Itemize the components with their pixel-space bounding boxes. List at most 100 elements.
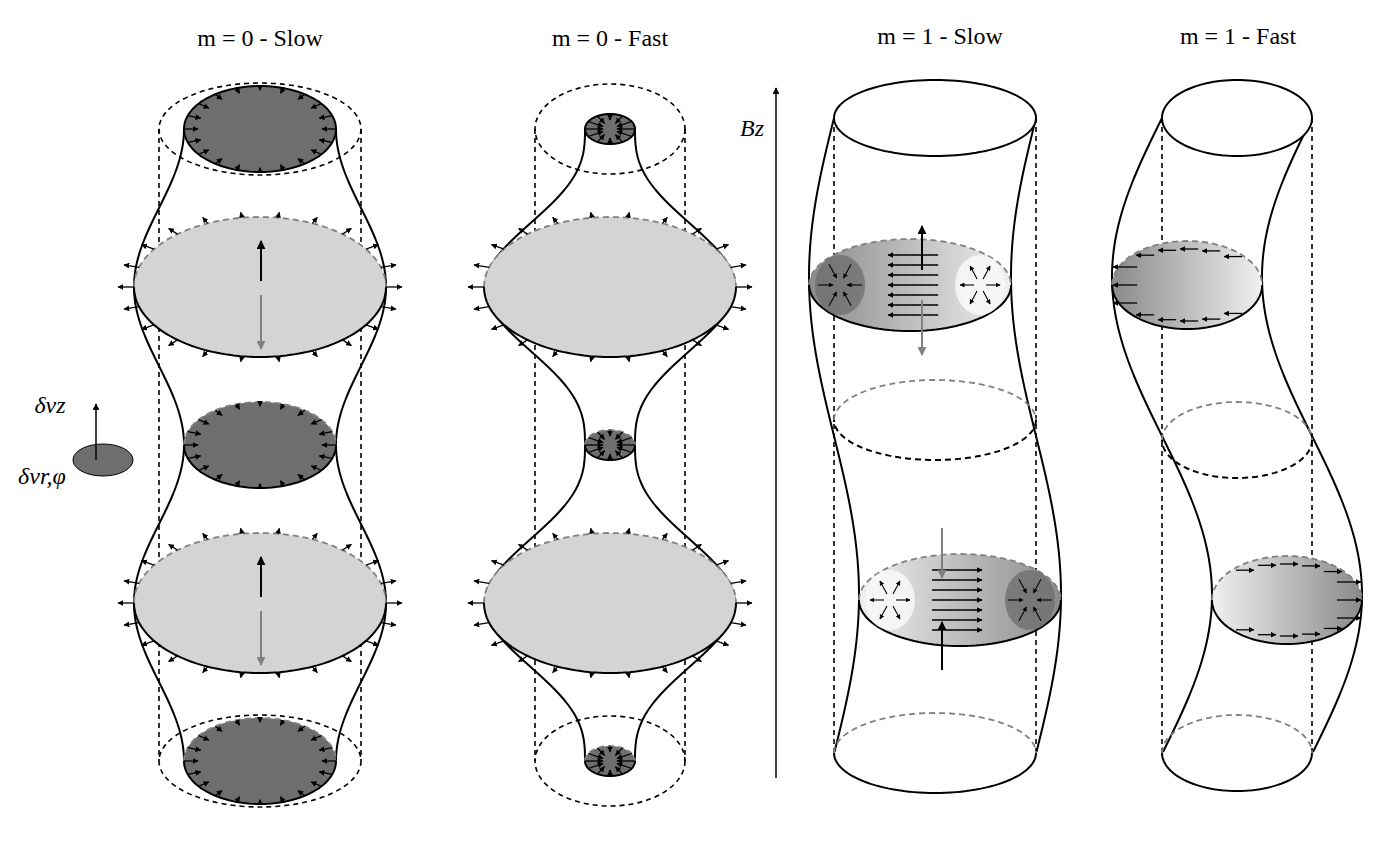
velocity-arrow: [1033, 579, 1041, 593]
section-rim: [184, 445, 336, 488]
velocity-arrow: [259, 718, 260, 722]
velocity-arrow: [716, 245, 728, 249]
velocity-arrow: [628, 528, 629, 533]
equilibrium-boundary: [534, 129, 536, 761]
velocity-arrow: [519, 544, 528, 550]
cross-section: [184, 718, 336, 804]
velocity-arrow: [312, 351, 317, 357]
velocity-arrow: [298, 159, 305, 164]
velocity-arrow: [888, 314, 938, 315]
velocity-arrow: [932, 629, 982, 630]
velocity-arrow: [215, 410, 222, 415]
section-rim: [585, 746, 635, 761]
velocity-arrow: [1236, 629, 1254, 630]
velocity-arrow: [259, 484, 260, 488]
velocity-arrow: [203, 667, 208, 673]
velocity-arrow: [199, 420, 209, 424]
velocity-arrow: [241, 528, 242, 533]
velocity-arrow: [381, 623, 396, 625]
velocity-arrow: [322, 444, 336, 445]
velocity-arrow: [888, 254, 938, 255]
section-rim: [585, 114, 635, 129]
velocity-arrow: [474, 307, 489, 309]
velocity-arrow: [142, 561, 154, 565]
velocity-arrow: [281, 481, 284, 486]
velocity-arrow: [888, 304, 938, 305]
velocity-arrow: [169, 656, 178, 662]
velocity-arrow: [616, 432, 623, 439]
velocity-arrow: [617, 760, 635, 761]
velocity-arrow: [381, 265, 396, 267]
velocity-arrow: [970, 266, 977, 279]
velocity-arrow: [588, 438, 603, 443]
velocity-arrow: [731, 265, 746, 267]
velocity-arrow: [199, 466, 209, 470]
velocity-arrow: [591, 672, 592, 677]
velocity-arrow: [199, 782, 209, 786]
velocity-arrow: [553, 217, 558, 223]
velocity-arrow: [1158, 319, 1176, 320]
section-rim: [134, 287, 386, 357]
velocity-arrow: [311, 150, 321, 154]
velocity-arrow: [319, 772, 332, 774]
cross-section: [134, 533, 386, 673]
velocity-arrow: [616, 116, 623, 123]
velocity-arrow: [1280, 563, 1298, 564]
section-rim: [585, 445, 635, 460]
velocity-arrow: [169, 340, 178, 346]
velocity-arrow: [588, 447, 603, 452]
velocity-arrow: [693, 544, 702, 550]
velocity-arrow: [1202, 250, 1220, 251]
velocity-arrow: [260, 295, 262, 349]
velocity-arrow: [278, 212, 279, 217]
velocity-arrow: [609, 454, 610, 460]
equilibrium-rim: [535, 84, 685, 174]
velocity-arrow: [1324, 628, 1342, 629]
velocity-arrow: [237, 481, 240, 486]
velocity-arrow: [617, 447, 632, 452]
velocity-arrow: [986, 284, 1000, 285]
velocity-arrow: [142, 245, 154, 249]
velocity-arrow: [616, 748, 623, 755]
velocity-arrow: [1202, 318, 1220, 319]
velocity-arrow: [241, 212, 242, 217]
field-axis: [776, 88, 777, 778]
velocity-arrow: [468, 602, 484, 603]
velocity-arrow: [1158, 250, 1176, 251]
velocity-label: δvz: [34, 392, 65, 418]
velocity-arrow: [281, 404, 284, 409]
velocity-arrow: [941, 528, 943, 578]
velocity-arrow: [662, 667, 667, 673]
velocity-arrow: [1037, 599, 1052, 600]
section-rim: [484, 533, 736, 603]
velocity-arrow: [298, 791, 305, 796]
cross-section: [859, 554, 1061, 646]
velocity-arrow: [662, 351, 667, 357]
velocity-arrow: [184, 128, 198, 129]
mode-heading: m = 1 - Fast: [1180, 23, 1296, 49]
velocity-arrow: [609, 746, 610, 752]
velocity-arrow: [880, 606, 887, 619]
velocity-arrow: [260, 611, 262, 665]
velocity-arrow: [921, 226, 923, 270]
velocity-arrow: [941, 622, 943, 670]
section-rim: [184, 129, 336, 172]
section-rim: [484, 287, 736, 357]
velocity-arrow: [386, 286, 402, 287]
velocity-arrow: [312, 667, 317, 673]
velocity-arrow: [169, 544, 178, 550]
section-rim: [834, 80, 1036, 118]
velocity-arrow: [95, 404, 97, 460]
velocity-arrow: [598, 767, 605, 774]
velocity-arrow: [215, 94, 222, 99]
velocity-arrow: [870, 599, 884, 600]
velocity-arrow: [609, 430, 610, 436]
velocity-arrow: [585, 444, 603, 445]
section-rim: [134, 603, 386, 673]
cross-section: [809, 239, 1011, 331]
velocity-arrow: [278, 356, 279, 361]
mode-heading: m = 0 - Slow: [197, 25, 323, 51]
section-rim: [1162, 440, 1312, 478]
velocity-arrow: [118, 286, 134, 287]
